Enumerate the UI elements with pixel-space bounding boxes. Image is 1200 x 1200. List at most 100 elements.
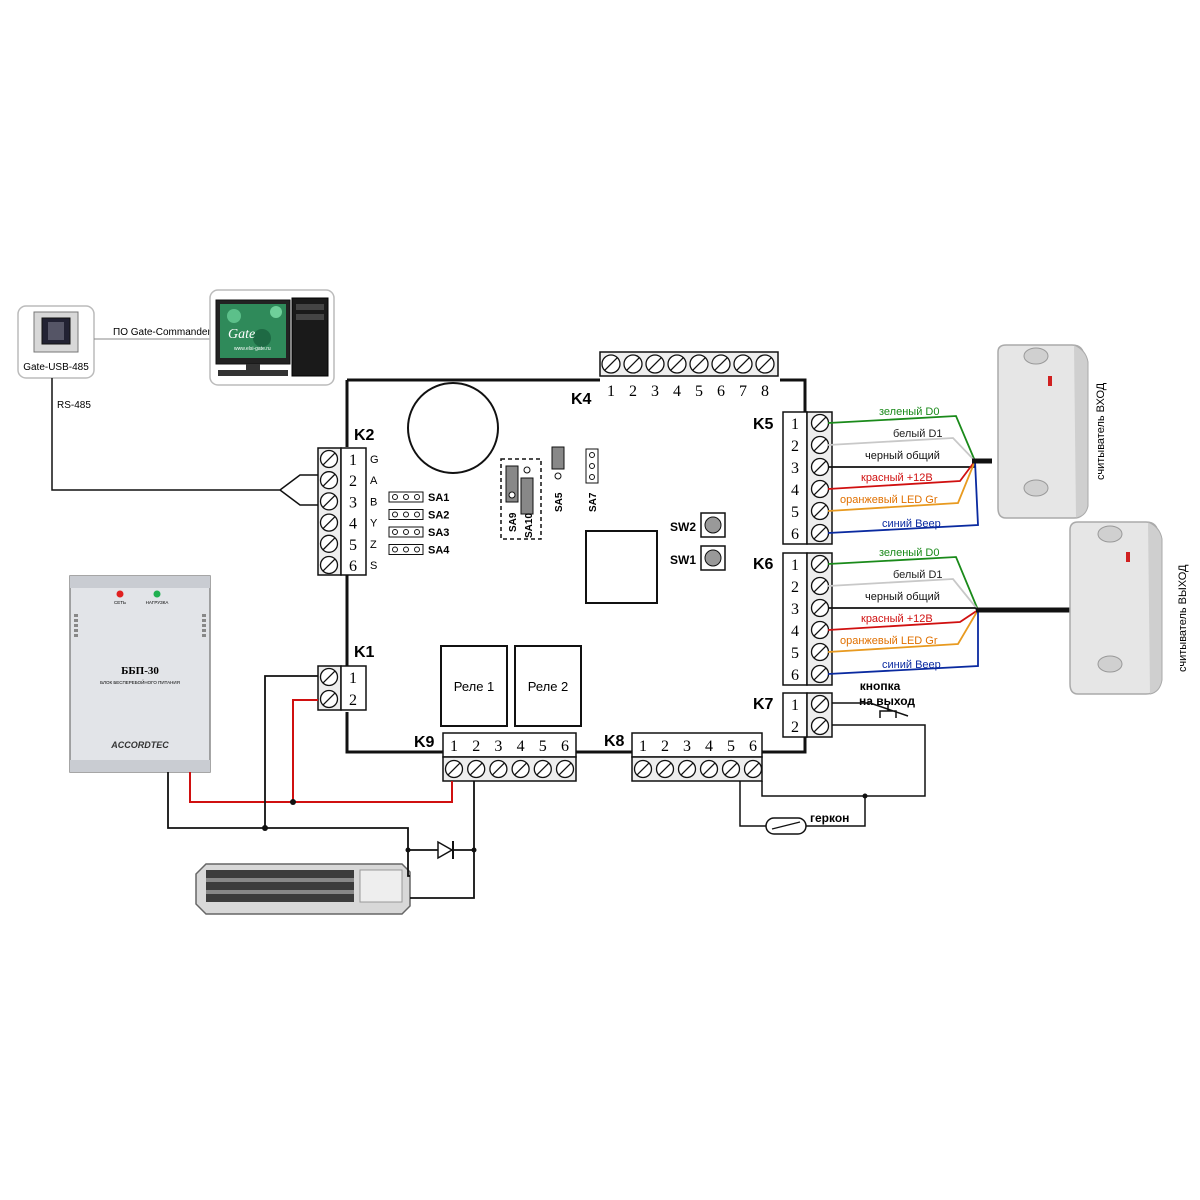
k9-pin-number: 5: [539, 738, 547, 755]
k8-pin-number: 4: [705, 738, 713, 755]
k4-pin-number: 5: [695, 383, 703, 400]
sa5-label: SA5: [554, 492, 565, 512]
k4-screw: [711, 354, 731, 374]
psu-subtitle: БЛОК БЕСПЕРЕБОЙНОГО ПИТАНИЯ: [100, 678, 180, 685]
exit-button-label-2: на выход: [859, 694, 915, 708]
k8-screw: [655, 759, 675, 779]
k9-screw: [489, 759, 508, 779]
diode: [437, 840, 454, 860]
reader-entry-label: считыватель ВХОД: [1095, 382, 1107, 480]
reader-wire-label: оранжевый LED Gr: [840, 494, 938, 506]
k9-pin-number: 2: [472, 738, 480, 755]
k5-pin-number: 3: [791, 460, 799, 477]
k6-screw: [810, 664, 830, 684]
k4-pin-number: 6: [717, 383, 725, 400]
wire-lock: [407, 781, 475, 899]
k2-signal-label: S: [370, 560, 377, 572]
k9-pin-number: 3: [494, 738, 502, 755]
k4-label: K4: [571, 391, 592, 408]
terminal-k7: 12 K7: [753, 692, 833, 738]
exit-button: кнопка на выход: [761, 679, 926, 797]
k5-screw: [810, 457, 830, 477]
k5-screw: [810, 523, 830, 543]
pc-screen-url: www.elsi-gate.ru: [234, 346, 271, 352]
k8-screw: [721, 759, 741, 779]
reader-wire-label: синий Beep: [882, 659, 941, 671]
k6-screw: [810, 576, 830, 596]
jumpers-sa9-sa10: SA9 SA10: [500, 458, 542, 540]
k9-label: K9: [414, 734, 435, 751]
reader-wire-label: синий Beep: [882, 518, 941, 530]
exit-button-label-1: кнопка: [860, 679, 901, 693]
k2-pin-number: 5: [349, 537, 357, 554]
sw1-label: SW1: [670, 553, 696, 567]
usb-485-converter: Gate-USB-485: [17, 305, 95, 379]
terminal-k1: 12 K1: [317, 644, 375, 711]
k4-pin-number: 7: [739, 383, 747, 400]
k1-screw: [319, 667, 339, 687]
k4-pin-number: 8: [761, 383, 769, 400]
k7-label: K7: [753, 696, 774, 713]
k4-pin-number: 2: [629, 383, 637, 400]
sa-jumper-label: SA1: [428, 492, 449, 504]
reader-wire-label: красный +12В: [861, 613, 933, 625]
k5-pin-number: 6: [791, 526, 799, 543]
k2-screw: [319, 492, 339, 511]
rs485-label: RS-485: [57, 400, 91, 411]
k2-signal-label: A: [370, 475, 378, 487]
reader-wire-label: зеленый D0: [879, 406, 939, 418]
reader-wire-label: оранжевый LED Gr: [840, 635, 938, 647]
reader-entry: считыватель ВХОД: [997, 344, 1107, 519]
sa-jumper-label: SA2: [428, 510, 449, 522]
k2-signal-label: G: [370, 454, 379, 466]
k7-pin-number: 2: [791, 719, 799, 736]
controller-board: [345, 378, 807, 754]
jumper-sa7: SA7: [585, 448, 599, 512]
relay-2: Реле 2: [514, 645, 582, 727]
sa10-label: SA10: [524, 513, 535, 538]
k9-pin-number: 4: [517, 738, 525, 755]
sw2-label: SW2: [670, 520, 696, 534]
jumper-sa5: SA5: [551, 446, 565, 512]
psu-led2-label: НАГРУЗКА: [146, 600, 169, 605]
k6-pin-number: 3: [791, 601, 799, 618]
k6-screw: [810, 642, 830, 662]
k9-screw: [555, 759, 575, 779]
k1-pin-number: 1: [349, 670, 357, 687]
k8-screw: [743, 759, 763, 779]
k8-pin-number: 2: [661, 738, 669, 755]
k2-screw: [319, 449, 339, 469]
k8-pin-number: 3: [683, 738, 691, 755]
k1-pin-number: 2: [349, 692, 357, 709]
k9-pin-number: 6: [561, 738, 569, 755]
psu-brand: ACCORDTEC: [110, 740, 169, 750]
sa9-label: SA9: [508, 512, 519, 532]
k4-pin-number: 4: [673, 383, 681, 400]
k8-pin-number: 6: [749, 738, 757, 755]
k8-screw: [633, 759, 653, 779]
reader-in-wires: [827, 415, 979, 534]
k2-pin-number: 1: [349, 452, 357, 469]
psu-led-network: [116, 590, 124, 598]
k9-pin-number: 1: [450, 738, 458, 755]
k6-pin-number: 4: [791, 623, 799, 640]
k5-screw: [810, 435, 830, 455]
k2-pin-number: 3: [349, 494, 357, 511]
reader-wire-label: черный общий: [865, 591, 940, 603]
k4-screw: [667, 354, 687, 374]
k2-label: K2: [354, 427, 375, 444]
wire-power-minus: [167, 675, 409, 848]
k2-signal-label: B: [370, 496, 377, 508]
reader-out-wires: [827, 556, 979, 675]
reed-switch: геркон: [739, 781, 866, 835]
button-sw1: SW1: [670, 545, 726, 571]
k5-pin-number: 4: [791, 482, 799, 499]
